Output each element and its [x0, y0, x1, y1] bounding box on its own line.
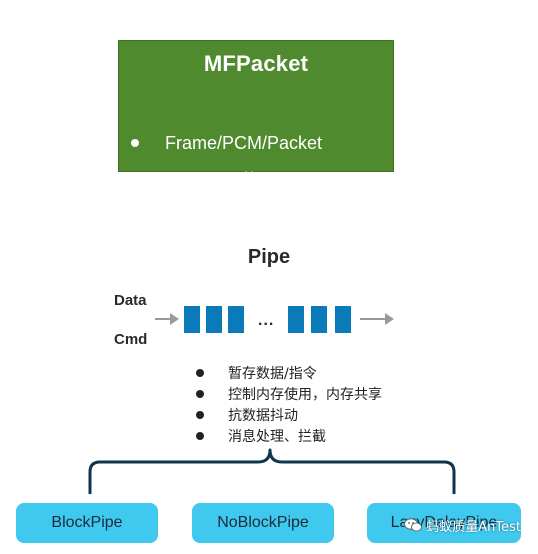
bullet-icon	[196, 410, 204, 419]
bullet-icon	[196, 368, 204, 377]
feature-label: 抗数据抖动	[228, 407, 298, 424]
pipe-block	[335, 306, 351, 333]
curly-brace-icon	[88, 448, 456, 494]
bullet-icon	[196, 389, 204, 398]
pipe-ellipsis: ...	[258, 312, 275, 329]
feature-item: 消息处理、拦截	[196, 425, 382, 446]
pipe-title: Pipe	[247, 246, 291, 268]
pipe-block	[311, 306, 327, 333]
bullet-icon	[131, 139, 139, 147]
watermark: 蚂蚁质量AnTest	[404, 515, 521, 535]
input-arrow-icon	[155, 313, 179, 325]
watermark-text: 蚂蚁质量AnTest	[426, 519, 521, 535]
pipe-block	[228, 306, 244, 333]
packet-item-label: Frame/PCM/Packet	[165, 133, 323, 153]
packet-item: Command/Message	[131, 168, 385, 190]
mfpacket-box: MFPacket Frame/PCM/Packet Command/Messag…	[118, 40, 394, 189]
pipe-block	[206, 306, 222, 333]
pipe-block	[288, 306, 304, 333]
noblockpipe-box: NoBlockPipe	[192, 503, 334, 543]
data-label: Data	[114, 292, 147, 309]
feature-item: 抗数据抖动	[196, 404, 382, 425]
output-arrow-icon	[360, 313, 394, 325]
packet-item-label: Command/Message	[165, 169, 327, 189]
feature-item: 暂存数据/指令	[196, 362, 382, 383]
wechat-icon	[404, 518, 423, 532]
packet-item: Frame/PCM/Packet	[131, 132, 385, 154]
pipe-block	[184, 306, 200, 333]
cmd-label: Cmd	[114, 331, 148, 348]
pipe-feature-list: 暂存数据/指令 控制内存使用，内存共享 抗数据抖动 消息处理、拦截	[196, 362, 382, 446]
blockpipe-box: BlockPipe	[16, 503, 158, 543]
feature-label: 暂存数据/指令	[228, 365, 317, 382]
bullet-icon	[131, 175, 139, 183]
mfpacket-title: MFPacket	[203, 51, 309, 76]
feature-label: 控制内存使用，内存共享	[228, 386, 382, 403]
bullet-icon	[196, 431, 204, 440]
feature-label: 消息处理、拦截	[228, 428, 326, 445]
feature-item: 控制内存使用，内存共享	[196, 383, 382, 404]
